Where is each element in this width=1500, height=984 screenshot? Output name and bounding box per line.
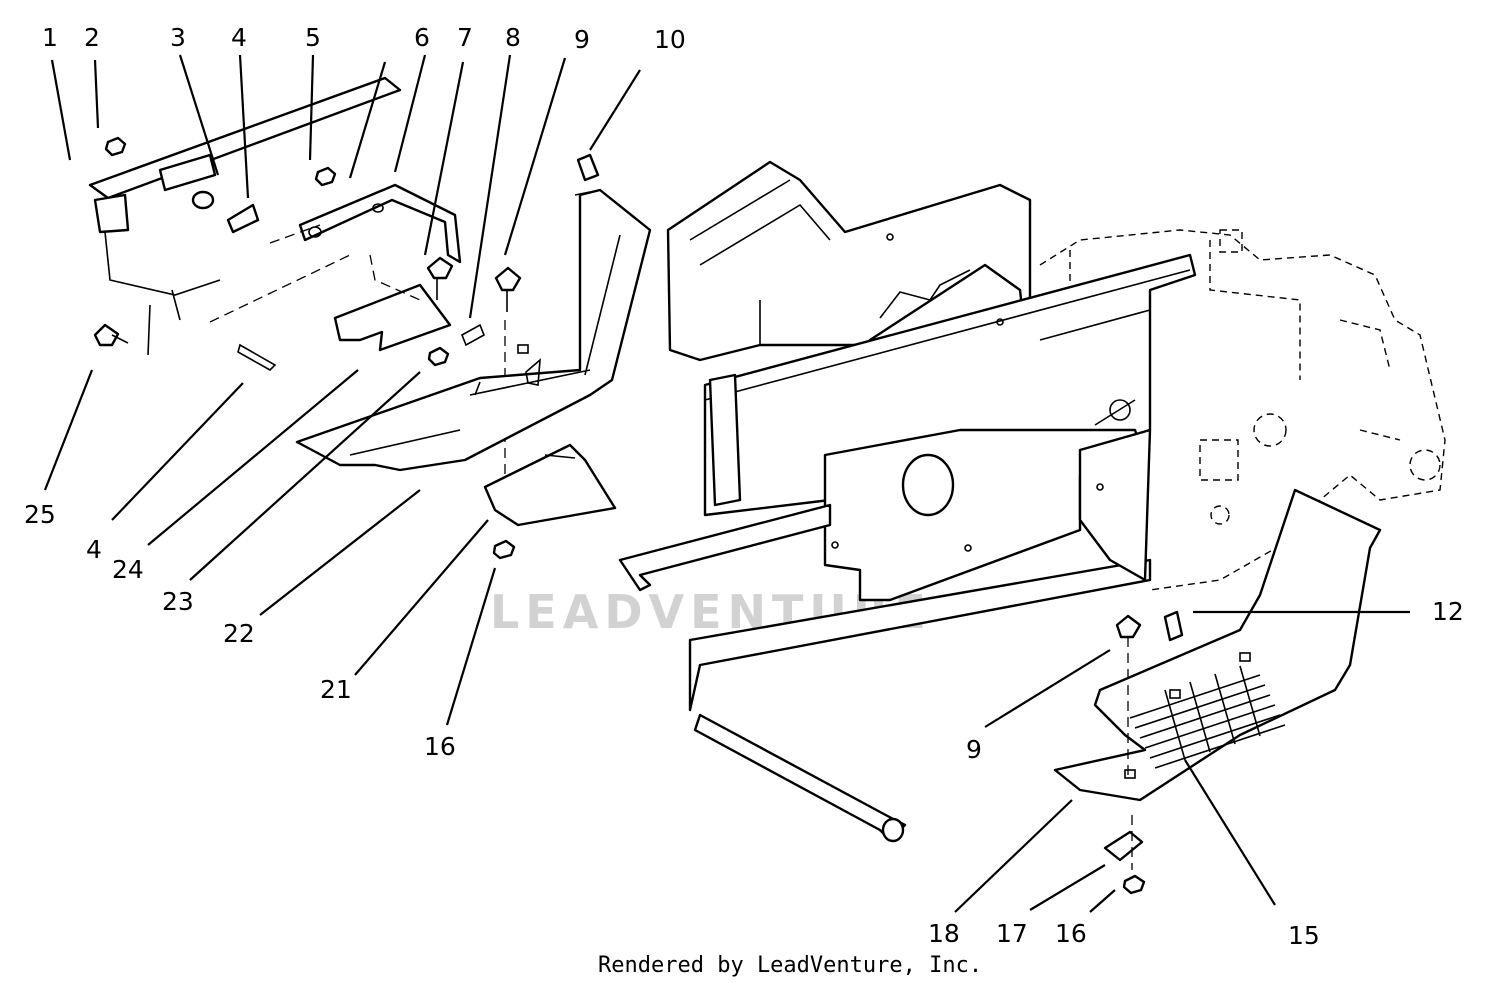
callout-5: 5 [305, 23, 321, 52]
callout-24: 24 [112, 555, 144, 584]
callout-12: 12 [1432, 597, 1464, 626]
right-footrest [1053, 488, 1382, 895]
callout-6: 6 [414, 23, 430, 52]
callout-4a: 4 [231, 23, 247, 52]
callout-labels: 1 2 3 4 5 6 7 8 9 10 25 4 24 23 22 21 16… [24, 23, 1464, 950]
footer-credit: Rendered by LeadVenture, Inc. [598, 953, 982, 978]
main-frame [618, 160, 1197, 843]
left-bracket-21 [483, 443, 617, 560]
callout-4b: 4 [86, 535, 102, 564]
callout-8: 8 [505, 23, 521, 52]
callout-9b: 9 [966, 735, 982, 764]
callout-16a: 16 [424, 732, 456, 761]
callout-23: 23 [162, 587, 194, 616]
callout-1: 1 [42, 23, 58, 52]
callout-21: 21 [320, 675, 352, 704]
leader-lines [43, 54, 1410, 913]
left-footrest [295, 188, 652, 472]
callout-10: 10 [654, 25, 686, 54]
callout-3: 3 [170, 23, 186, 52]
callout-18: 18 [928, 919, 960, 948]
callout-7: 7 [457, 23, 473, 52]
callout-25: 25 [24, 500, 56, 529]
callout-17: 17 [996, 919, 1028, 948]
callout-16b: 16 [1055, 919, 1087, 948]
callout-22: 22 [223, 619, 255, 648]
callout-15: 15 [1288, 921, 1320, 950]
callout-2: 2 [84, 23, 100, 52]
callout-9a: 9 [574, 25, 590, 54]
